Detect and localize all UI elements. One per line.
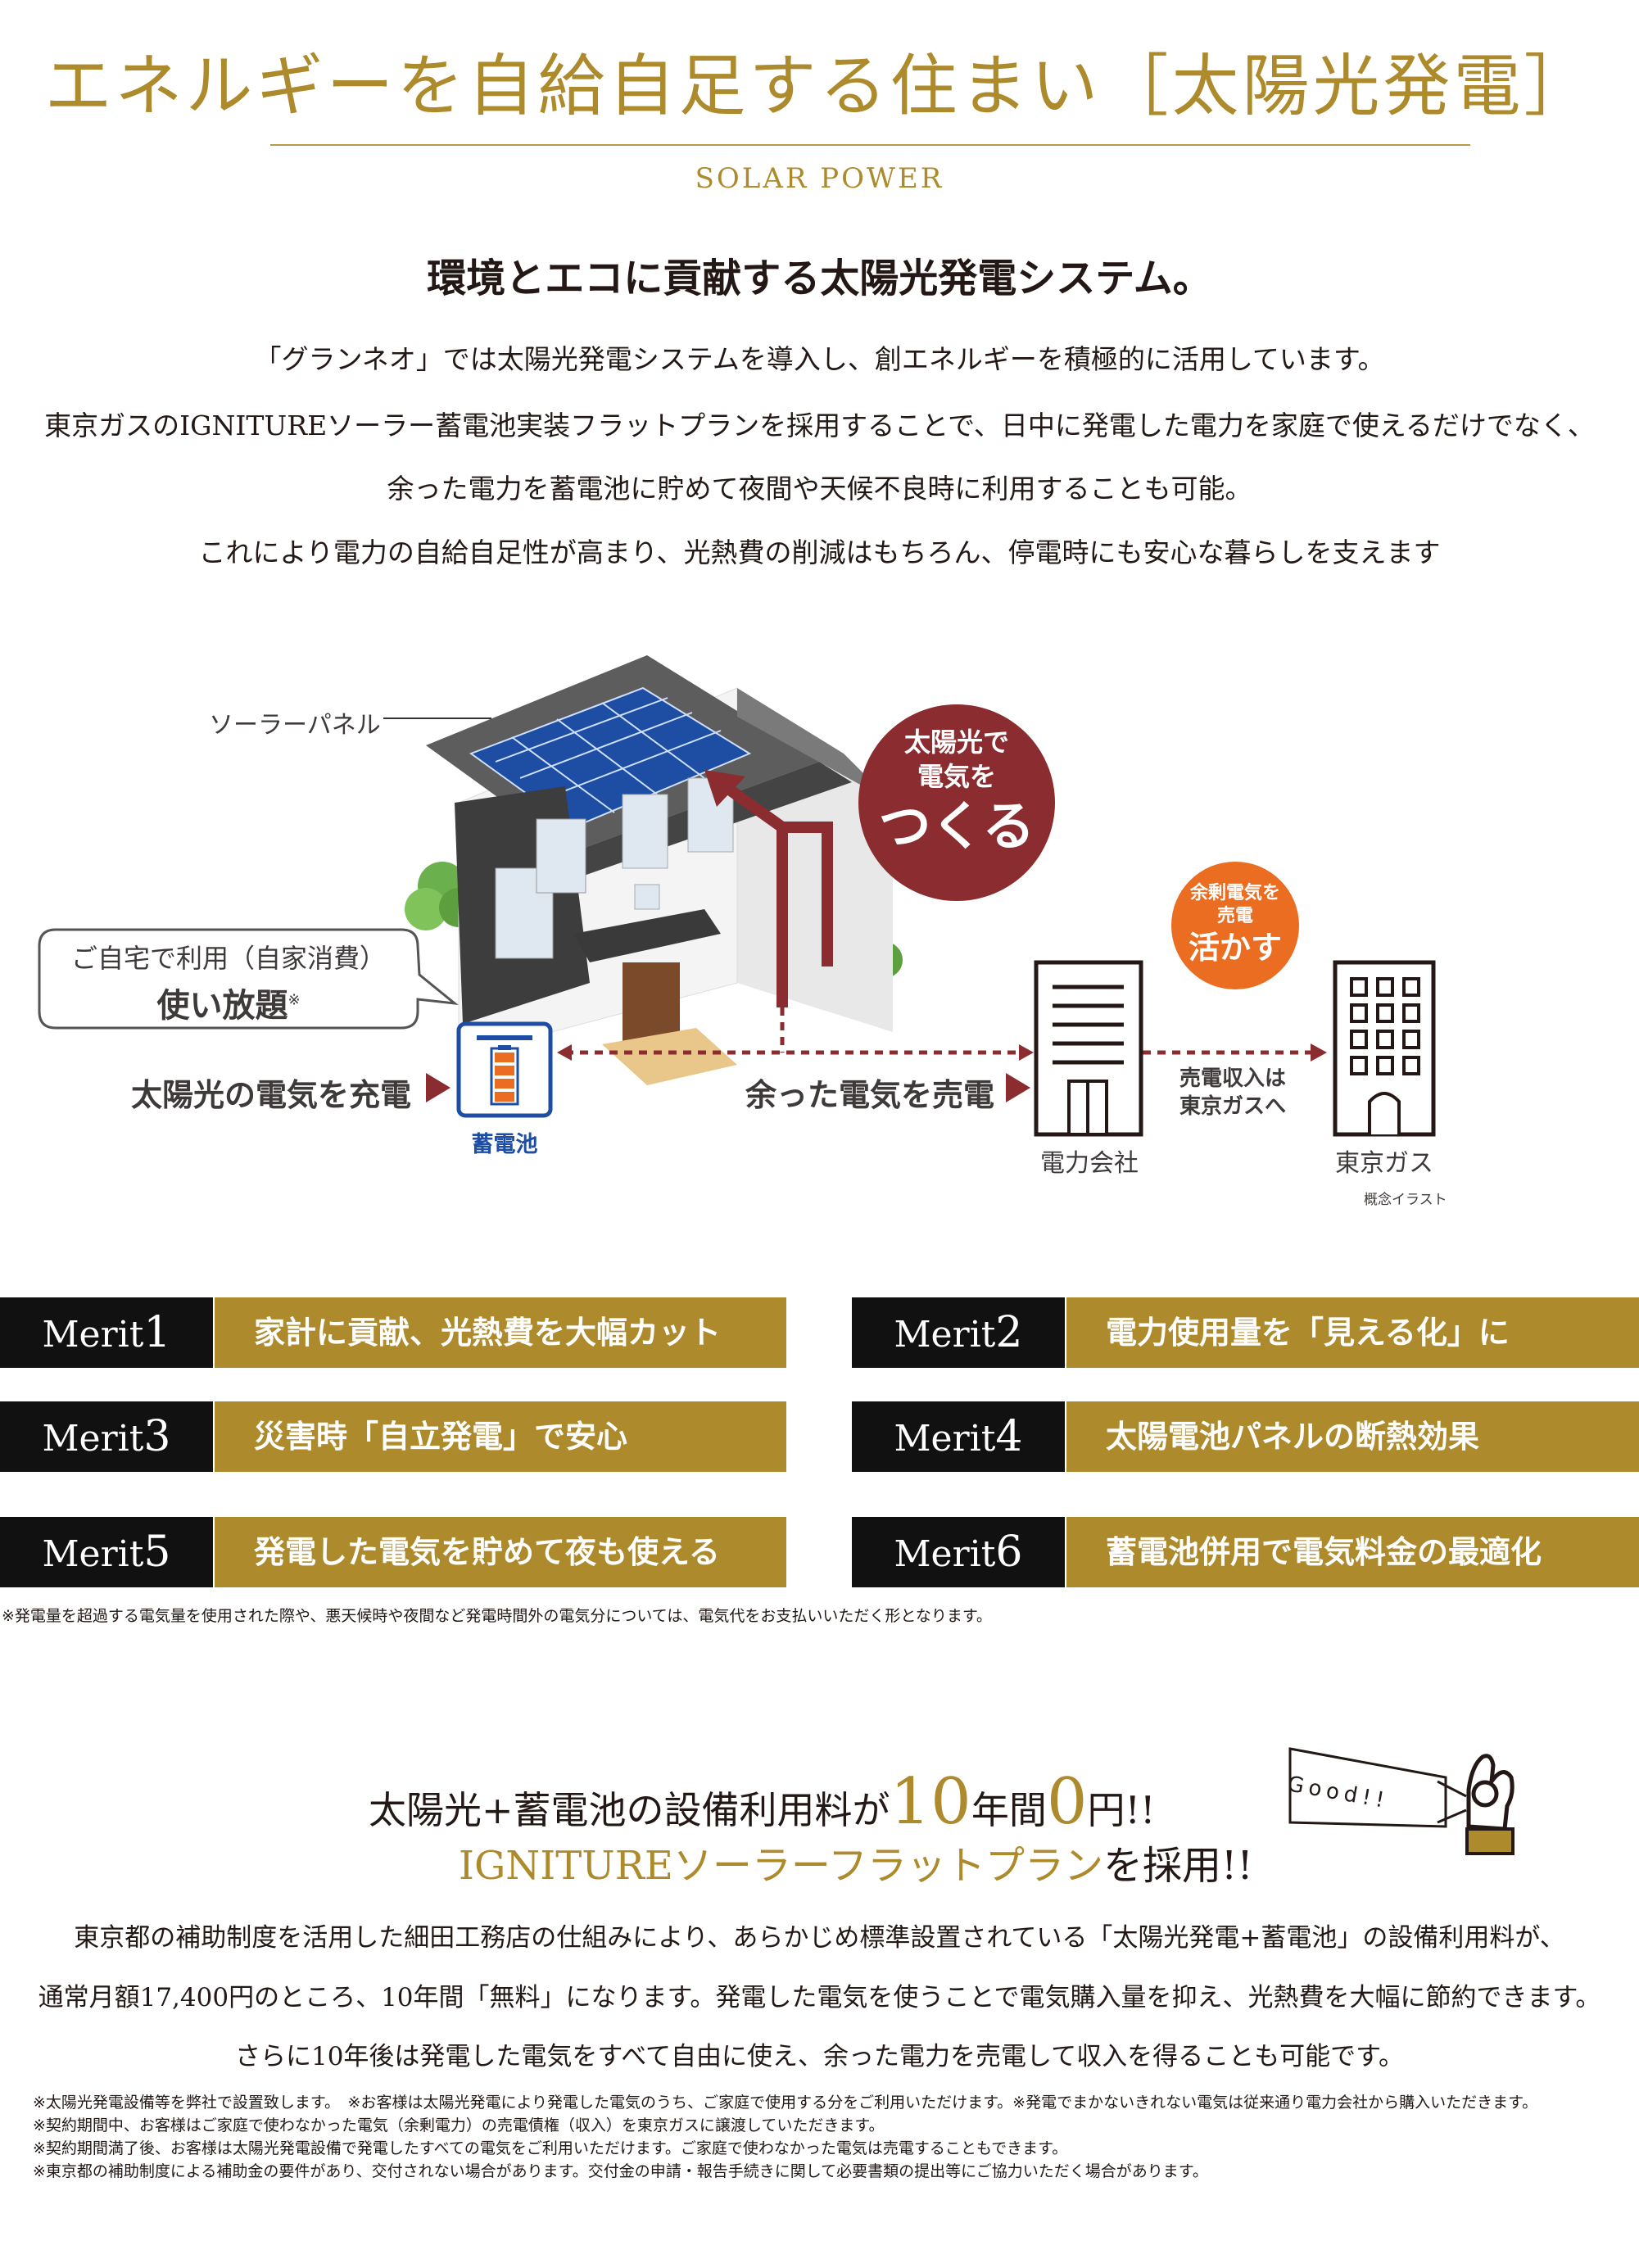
intro-line: 「グランネオ」では太陽光発電システムを導入し、創エネルギーを積極的に活用していま… [254,343,1385,375]
flat-plan-years: 10 [890,1765,971,1839]
intro-headline: 環境とエコに貢献する太陽光発電システム。 [427,256,1212,301]
ok-hand-icon [1288,1747,1514,1855]
create-bubble-emphasis: つくる [878,797,1035,858]
income-line: 東京ガスへ [1179,1094,1286,1119]
merit-tag: Merit2 [852,1297,1065,1368]
merit-text: 蓄電池併用で電気料金の最適化 [1066,1517,1639,1587]
sell-label: 余った電気を売電 [745,1077,995,1113]
intro-line: これにより電力の自給自足性が高まり、光熱費の削減はもちろん、停電時にも安心な暮ら… [198,536,1441,568]
flow-dotted-line [557,1007,1327,1062]
page-subtitle: SOLAR POWER [695,162,944,195]
flat-plan-subtitle: IGNITUREソーラーフラットプランを採用!! [459,1833,1253,1890]
diagram-illustration [38,655,1436,1137]
concept-illustration-label: 概念イラスト [1364,1192,1447,1208]
merit-number: 1 [143,1308,171,1357]
title-divider [270,144,1470,146]
footnote: ※契約期間満了後、お客様は太陽光発電設備で発電したすべての電気をご利用いただけま… [33,2139,1068,2157]
merit-row: Merit2 電力使用量を「見える化」に [852,1297,1639,1368]
flat-plan-body-line: 東京都の補助制度を活用した細田工務店の仕組みにより、あらかじめ標準設置されている… [74,1923,1565,1953]
footnote: ※契約期間中、お客様はご家庭で使わなかった電気（余剰電力）の売電債権（収入）を東… [33,2116,885,2134]
merit-tag: Merit5 [0,1517,213,1587]
merit-number: 5 [143,1528,171,1577]
create-bubble-text: 太陽光で 電気を つくる [858,725,1055,861]
triangle-arrow-icon [426,1073,450,1102]
flat-plan-title: 太陽光+蓄電池の設備利用料が10年間0円!! [369,1765,1155,1839]
tokyo-gas-label: 東京ガス [1335,1149,1433,1178]
footnote-mark: ※ [288,991,301,1009]
merit-row: Merit5 発電した電気を貯めて夜も使える [0,1517,786,1587]
merit-row: Merit3 災害時「自立発電」で安心 [0,1401,786,1472]
intro-line: 余った電力を蓄電池に貯めて夜間や天候不良時に利用することも可能。 [387,473,1252,505]
merit-text: 家計に貢献、光熱費を大幅カット [215,1297,786,1368]
house-illustration [426,655,893,1085]
create-bubble-line: 電気を [917,761,996,792]
merit-number: 3 [143,1412,171,1461]
flat-plan-title-text: 円!! [1087,1788,1156,1832]
charge-label: 太陽光の電気を充電 [131,1077,412,1113]
page-title: エネルギーを自給自足する住まい［太陽光発電］ [44,48,1595,125]
flat-plan-body-line: 通常月額17,400円のところ、10年間「無料」になります。発電した電気を使うこ… [38,1983,1601,2012]
power-company-label: 電力会社 [1040,1149,1139,1178]
flat-plan-title-text: 太陽光+蓄電池の設備利用料が [369,1788,890,1832]
upward-arrow-icon [704,770,833,1007]
create-bubble-line: 太陽光で [903,727,1009,758]
merit-text: 発電した電気を貯めて夜も使える [215,1517,786,1587]
merit-tag: Merit4 [852,1401,1065,1472]
surplus-bubble-emphasis: 活かす [1188,930,1282,966]
merit-number: 4 [995,1412,1023,1461]
merit-tag-label: Merit [42,1418,144,1460]
merit-tag: Merit3 [0,1401,213,1472]
unlimited-use-label: 使い放題 [156,987,288,1025]
intro-line: 東京ガスのIGNITUREソーラー蓄電池実装フラットプランを採用することで、日中… [44,410,1595,441]
plan-adopt-text: を採用!! [1103,1843,1253,1889]
solar-panel-label: ソーラーパネル [209,711,381,740]
flat-plan-body-line: さらに10年後は発電した電気をすべて自由に使え、余った電力を売電して収入を得るこ… [234,2042,1404,2071]
surplus-sell-bubble [1171,862,1299,989]
footnote: ※太陽光発電設備等を弊社で設置致します。 ※お客様は太陽光発電により発電した電気… [33,2094,1538,2112]
surplus-bubble-line: 売電 [1216,906,1253,926]
merit-tag-label: Merit [894,1418,996,1460]
income-line: 売電収入は [1179,1066,1286,1091]
merit-number: 2 [995,1308,1023,1357]
flat-plan-price: 0 [1046,1765,1088,1839]
income-label: 売電収入は 東京ガスへ [1159,1065,1306,1120]
self-use-callout-text: ご自宅で利用（自家消費） 使い放題※ [39,938,418,1026]
create-electricity-bubble [858,704,1055,901]
tokyo-gas-building-icon [1333,960,1436,1137]
merit-row: Merit6 蓄電池併用で電気料金の最適化 [852,1517,1639,1587]
merit-tag-label: Merit [894,1533,996,1575]
merit-number: 6 [995,1528,1023,1577]
merit-text: 太陽電池パネルの断熱効果 [1066,1401,1639,1472]
merit-text: 電力使用量を「見える化」に [1066,1297,1639,1368]
merit-tag: Merit1 [0,1297,213,1368]
battery-label: 蓄電池 [471,1132,538,1157]
solar-system-diagram: ソーラーパネル 太陽光で 電気を つくる 余剰電気を 売電 活かす ご自宅で利用… [0,639,1639,1229]
merit-footnote: ※発電量を超過する電気量を使用された際や、悪天候時や夜間など発電時間外の電気分に… [2,1607,992,1625]
power-company-building-icon [1034,960,1143,1137]
merit-tag-label: Merit [894,1314,996,1356]
merit-tag: Merit6 [852,1517,1065,1587]
surplus-bubble-line: 余剰電気を [1189,883,1280,903]
surplus-bubble-text: 余剰電気を 売電 活かす [1171,882,1299,967]
self-use-callout [38,928,459,1030]
flat-plan-title-text: 年間 [971,1788,1047,1832]
plan-name: IGNITUREソーラーフラットプラン [459,1843,1104,1889]
battery-icon [456,1021,553,1118]
self-use-line: ご自宅で利用（自家消費） [70,943,386,974]
merit-text: 災害時「自立発電」で安心 [215,1401,786,1472]
merit-tag-label: Merit [42,1314,144,1356]
merit-tag-label: Merit [42,1533,144,1575]
footnote: ※東京都の補助制度による補助金の要件があり、交付されない場合があります。交付金の… [33,2162,1208,2180]
merit-row: Merit1 家計に貢献、光熱費を大幅カット [0,1297,786,1368]
triangle-arrow-icon [1006,1073,1030,1102]
merit-row: Merit4 太陽電池パネルの断熱効果 [852,1401,1639,1472]
